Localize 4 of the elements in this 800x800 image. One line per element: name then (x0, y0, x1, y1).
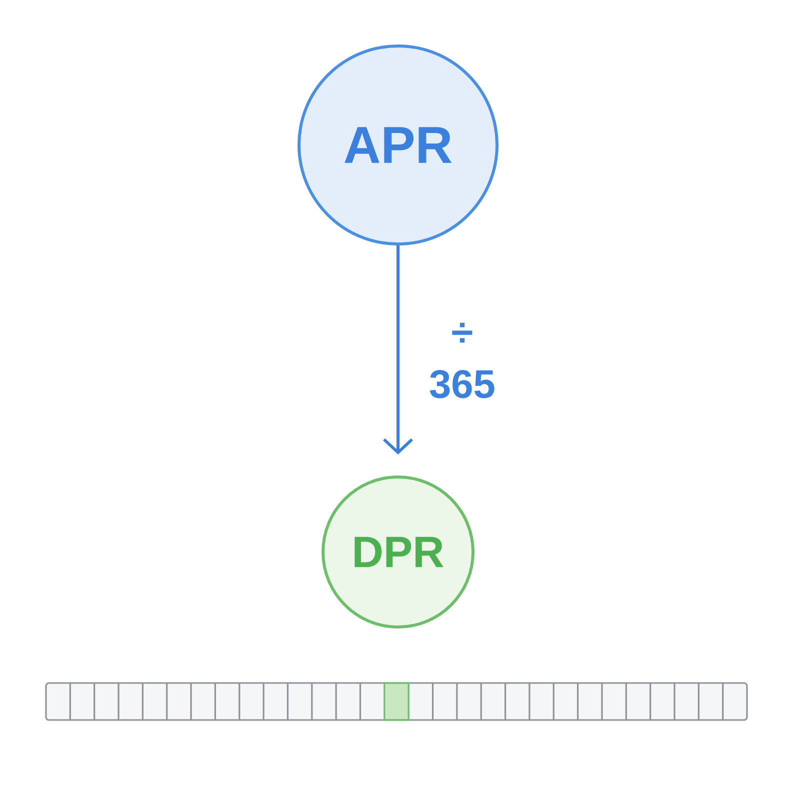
circle-node: DPR (322, 476, 474, 628)
edge-label: ÷ 365 (424, 320, 500, 400)
circle-node: APR (298, 44, 498, 246)
arrow (382, 246, 414, 454)
